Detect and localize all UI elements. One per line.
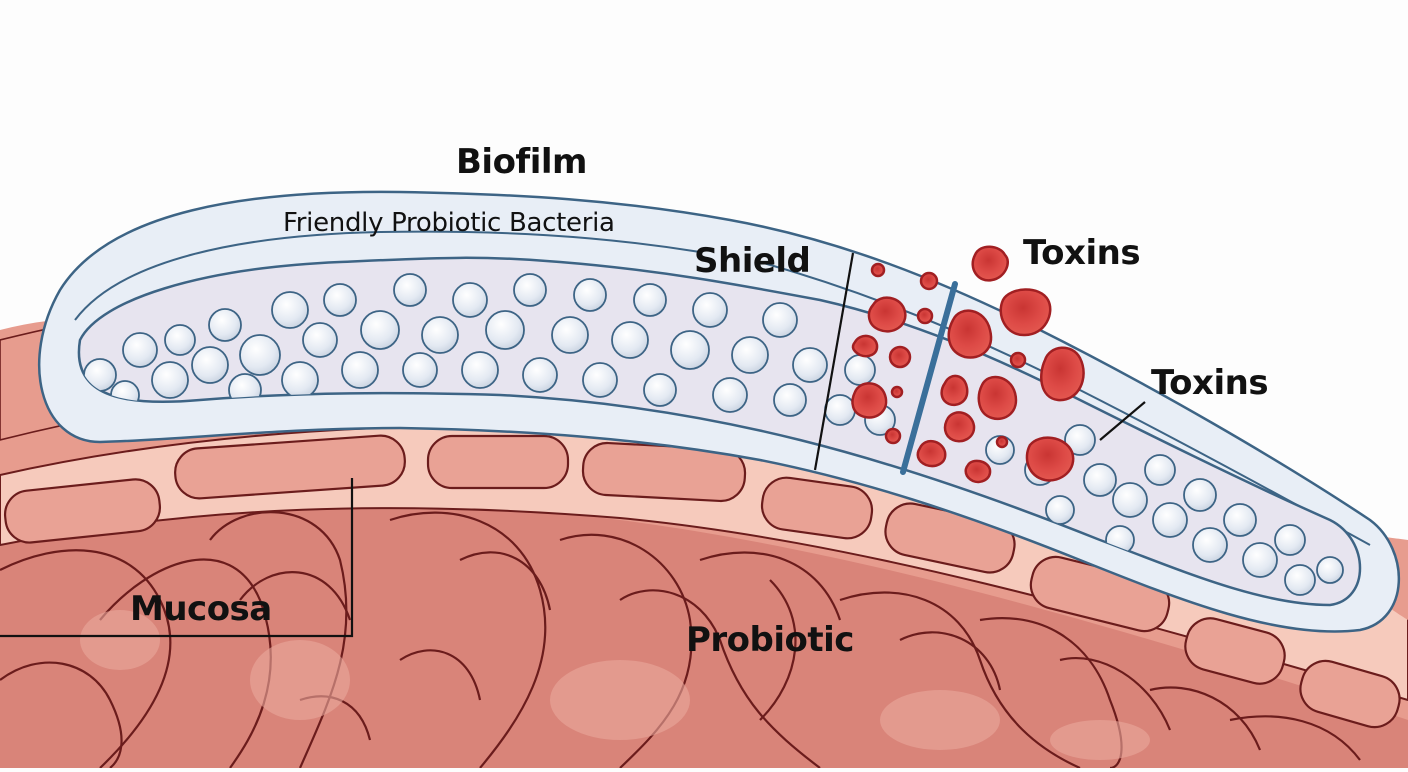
label-biofilm: Biofilm	[456, 142, 587, 182]
leader-lines	[0, 252, 1146, 638]
label-mucosa: Mucosa	[130, 589, 272, 629]
label-toxins-right: Toxins	[1151, 363, 1269, 403]
label-shield: Shield	[694, 241, 811, 281]
label-friendly-probiotic-bacteria: Friendly Probiotic Bacteria	[283, 208, 615, 238]
probiotic-bacteria-cluster	[83, 273, 1344, 596]
label-toxins-top: Toxins	[1023, 233, 1141, 273]
label-probiotic: Probiotic	[686, 620, 854, 660]
toxin-cluster	[851, 245, 1085, 484]
shield-barrier-line	[900, 281, 958, 475]
